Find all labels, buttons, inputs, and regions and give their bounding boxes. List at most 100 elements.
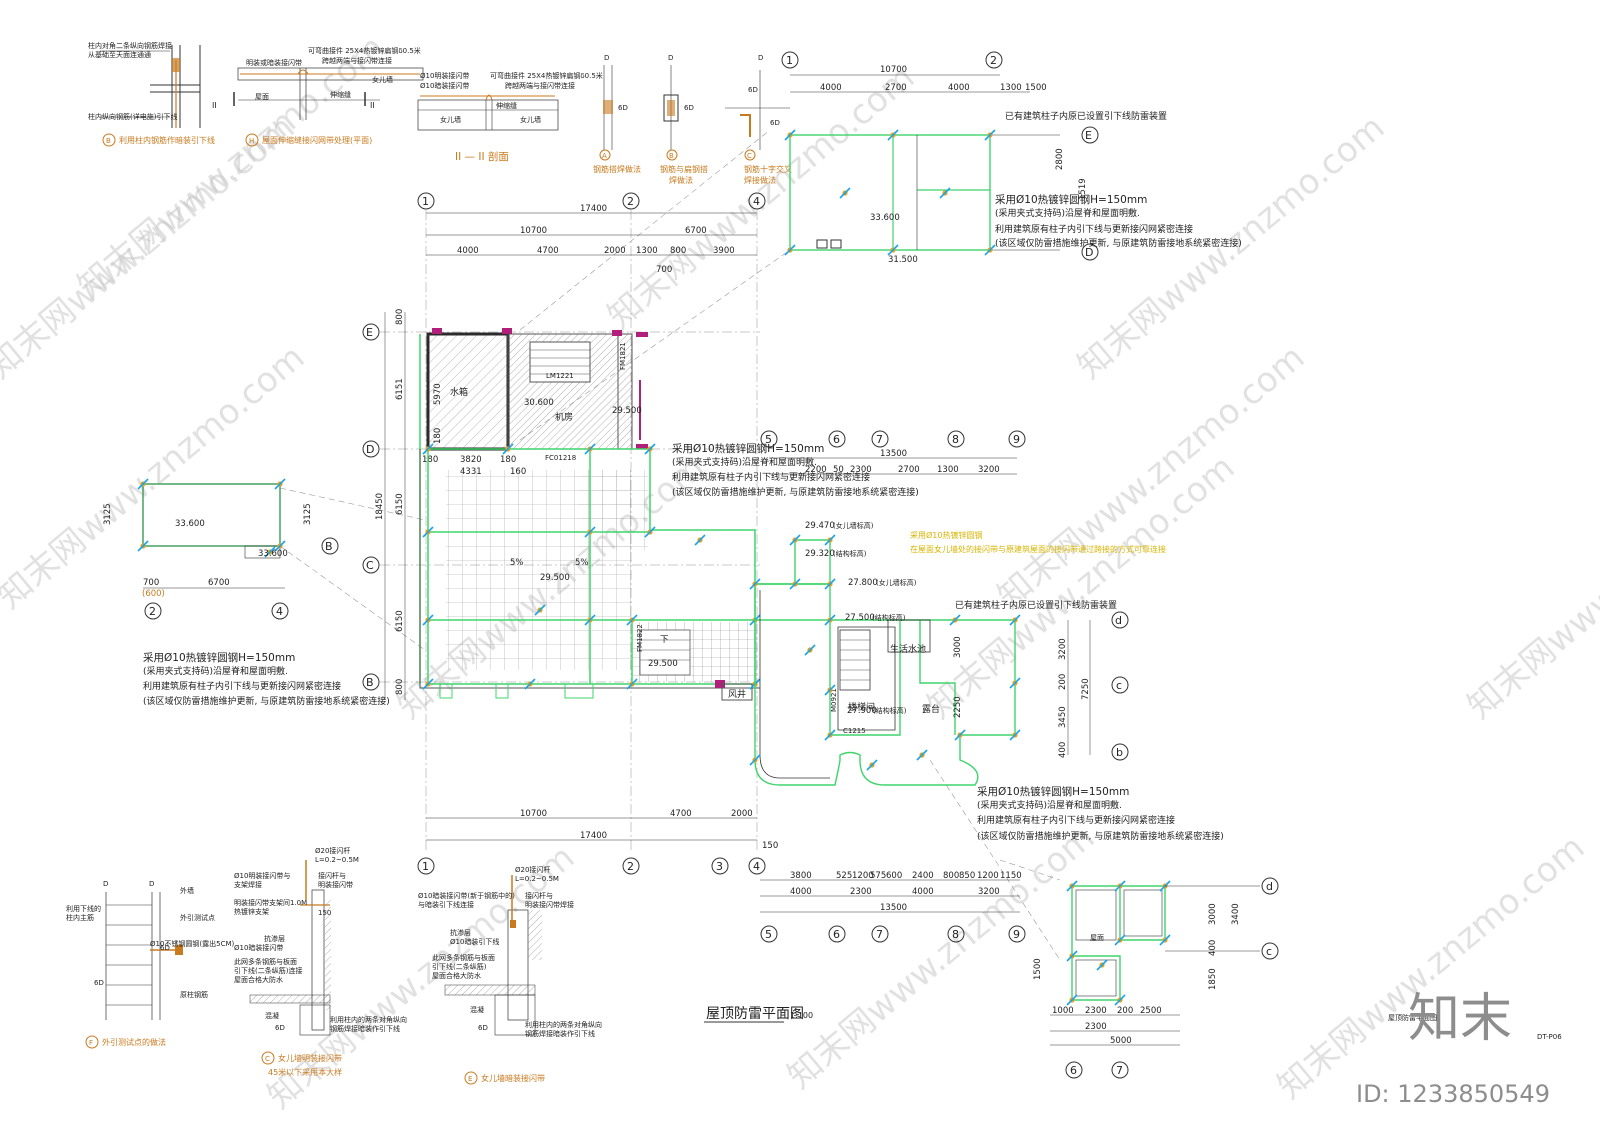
- c-symbol: C: [265, 1055, 270, 1063]
- door-tag: LM1221: [546, 372, 574, 380]
- dim: 2250: [953, 696, 963, 718]
- dim: 1300: [636, 246, 658, 256]
- dim: 1500: [1033, 958, 1043, 980]
- c-label: 明装接闪带: [318, 880, 353, 889]
- c-label: 屋面合格大防水: [234, 975, 283, 984]
- axis-label: 8: [952, 928, 959, 941]
- dim: 10700: [520, 226, 547, 236]
- dim: 1500: [1025, 83, 1047, 93]
- detail-b-rebar-downlead: 柱内对角二条纵向钢筋焊接 从基础至天面连通通 柱内纵向钢筋(详电施)引下线 B …: [88, 41, 215, 147]
- dim: 200: [1117, 1006, 1133, 1016]
- axis-label: 9: [1013, 433, 1020, 446]
- dim: 800: [943, 871, 959, 881]
- w3-symbol: C: [747, 152, 752, 160]
- dim: 2400: [912, 871, 934, 881]
- f-label: 外引测试点: [180, 913, 215, 922]
- axis-label: D: [366, 443, 374, 456]
- note-line: (该区域仅防雷措施维护更新, 与原建筑防雷接地系统紧密连接): [672, 486, 919, 498]
- f-symbol: F: [89, 1039, 93, 1047]
- ii-label: 伸缩缝: [496, 101, 517, 110]
- axis-label: 1: [422, 195, 429, 208]
- b1-symbol: B: [106, 137, 111, 145]
- note-line: 采用Ø10热镀锌圆钢H=150mm: [977, 785, 1129, 798]
- dim: 1519: [1078, 178, 1088, 200]
- level-tag: (女儿墙标高): [876, 578, 917, 587]
- level: 29.500: [540, 573, 570, 583]
- e-label: 利用柱内的两条对角纵向: [525, 1020, 602, 1029]
- f-d: D: [149, 880, 154, 888]
- w3-title: 焊接做法: [744, 175, 776, 185]
- main-plan: 1 2 4 17400 10700 6700 4000 4700 2000 13…: [362, 192, 919, 875]
- door-tag: FC01218: [545, 454, 576, 462]
- ii-label: Ø10暗装接闪带: [420, 81, 469, 90]
- level: 27.500: [845, 613, 875, 623]
- dim: 180: [433, 428, 443, 444]
- logo-text: 知末: [1408, 989, 1512, 1049]
- note-line: (该区域仅防雷措施维护更新, 与原建筑防雷接地系统紧密连接): [995, 237, 1242, 249]
- drawing-title-text: 屋顶防雷平面图: [706, 1006, 804, 1022]
- weld-d: D: [668, 54, 673, 62]
- f-label: 柱内主筋: [66, 913, 94, 922]
- door-tag: C1215: [843, 727, 866, 735]
- c-label: 热镀锌支架: [234, 907, 269, 916]
- h-label: 伸缩缝: [330, 90, 351, 99]
- dim: 700: [143, 578, 159, 588]
- w1-title: 钢筋搭焊做法: [593, 164, 641, 174]
- b1-label: 柱内对角二条纵向钢筋焊接: [88, 41, 172, 50]
- axis-label: 3: [716, 860, 723, 873]
- level: 29.500: [648, 659, 678, 669]
- room-label: 楼梯间: [848, 701, 875, 713]
- weld-d: D: [758, 54, 763, 62]
- level: 29.500: [612, 406, 642, 416]
- weld-6d: 6D: [748, 86, 758, 94]
- dim: 3800: [790, 871, 812, 881]
- f-label: 原柱钢筋: [180, 990, 208, 999]
- drawing-scale: 1:100: [790, 1011, 813, 1020]
- slope: 5%: [575, 558, 589, 568]
- dim: 2000: [731, 809, 753, 819]
- axis-label: B: [366, 676, 374, 689]
- dim: 2300: [850, 465, 872, 475]
- note-line: 采用Ø10热镀锌圆钢H=150mm: [995, 193, 1147, 206]
- axis-label: 6: [1070, 1064, 1077, 1077]
- f-d: D: [103, 880, 108, 888]
- axis-label: 2: [627, 195, 634, 208]
- e-label: L=0.2~0.5M: [515, 875, 559, 883]
- e-label: Ø10暗装接闪带(新于钢筋中的): [418, 891, 515, 900]
- e-label: Ø20接闪杆: [515, 865, 550, 874]
- inset-bottom-right: 屋面 d c 3000 3400 400 1850 1500 1000 2300…: [1033, 877, 1279, 1079]
- detail-c-parapet-exposed: Ø20接闪杆 L=0.2~0.5M Ø10明装接闪带与 支架焊接 接闪杆与 明装…: [234, 846, 407, 1077]
- level: 33.600: [870, 213, 900, 223]
- logo-id: ID: 1233850549: [1356, 1080, 1550, 1108]
- dim: 575: [870, 871, 886, 881]
- note-line: (采用夹式支持码)沿屋脊和屋面明敷.: [977, 799, 1122, 811]
- f-6d: 6D: [160, 944, 170, 952]
- w2-title: 钢筋与扁钢搭: [660, 164, 708, 174]
- w2-title: 焊做法: [669, 175, 693, 185]
- brand-logo: 知末 ID: 1233850549: [1356, 989, 1550, 1108]
- ii-label: 女儿墙: [440, 115, 461, 124]
- dim: 2700: [898, 465, 920, 475]
- watermark-text: 知末网www.znzmo.com: [0, 337, 312, 616]
- ii-title: II — II 剖面: [455, 150, 509, 163]
- weld-6d: 6D: [618, 104, 628, 112]
- h-label: 女儿墙: [372, 75, 393, 84]
- note-existing-downlead: 已有建筑柱子内原已设置引下线防雷装置: [955, 599, 1117, 611]
- door-tag: FM1822: [636, 624, 644, 652]
- dim: 6151: [395, 378, 405, 400]
- axis-label: c: [1266, 945, 1272, 958]
- c-label: 6D: [275, 1024, 285, 1032]
- dim: 180: [422, 455, 438, 465]
- axis-label: 2: [990, 54, 997, 67]
- dim: 2800: [1055, 148, 1065, 170]
- level: 31.500: [888, 255, 918, 265]
- watermark-text: 知末网www.znzmo.com: [70, 27, 392, 306]
- dim: 525: [836, 871, 852, 881]
- weld-d: D: [604, 54, 609, 62]
- dim: 18450: [375, 493, 385, 520]
- c-label: Ø20接闪杆: [315, 846, 350, 855]
- axis-label: 4: [753, 195, 760, 208]
- detail-weld-methods: D 6D A 钢筋搭焊做法 D 6D B 钢筋与扁钢搭 焊做法 D 6D 6D …: [593, 54, 792, 185]
- dim: 2200: [805, 465, 827, 475]
- dim: 1300: [937, 465, 959, 475]
